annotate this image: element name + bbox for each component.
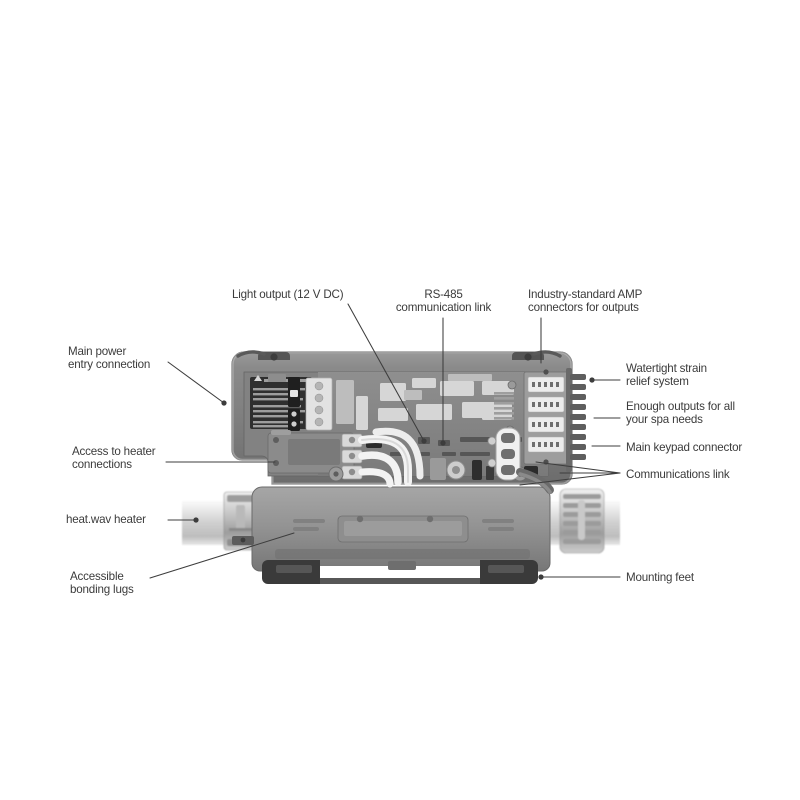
bonding-lug	[232, 536, 254, 545]
leader-accessible-bonding-lugs	[149, 532, 295, 579]
callout-rs485: RS-485 communication link	[395, 288, 492, 315]
callout-mounting-feet: Mounting feet	[626, 571, 694, 584]
callout-amp-connectors: Industry-standard AMP connectors for out…	[528, 288, 643, 315]
heater-access-panel	[337, 515, 469, 543]
enclosure-housing	[231, 350, 586, 494]
leader-mounting-feet	[538, 574, 621, 580]
mounting-foot-left	[262, 560, 320, 584]
heater-wire-loops	[358, 427, 424, 488]
callout-leader-lines	[149, 303, 621, 580]
lid-latch	[236, 350, 562, 361]
heater-union-nut-right	[559, 488, 605, 554]
leader-light-output	[347, 303, 427, 444]
callout-communications-link: Communications link	[626, 468, 730, 481]
leader-watertight-strain-relief	[589, 377, 621, 383]
mounting-foot-right	[480, 560, 538, 584]
callout-main-keypad-connector: Main keypad connector	[626, 441, 743, 454]
amp-connector-bank	[523, 369, 569, 465]
warning-label-placard	[250, 375, 312, 429]
leader-main-power-entry	[167, 361, 227, 406]
callout-access-heater-connections: Access to heater connections	[72, 445, 156, 472]
callout-watertight-strain-relief: Watertight strain relief system	[626, 362, 707, 389]
left-module-cover	[267, 430, 355, 474]
callout-enough-outputs: Enough outputs for all your spa needs	[626, 400, 735, 427]
strain-relief-fin-bank	[566, 368, 586, 472]
callout-accessible-bonding-lugs: Accessible bonding lugs	[70, 570, 134, 597]
leader-heatwav-heater	[167, 517, 199, 523]
main-power-terminal-block	[305, 377, 333, 431]
mounting-feet	[262, 560, 538, 584]
heatsink-fins	[494, 392, 514, 420]
callout-heatwav-heater: heat.wav heater	[66, 513, 146, 526]
breaker-block	[268, 374, 300, 431]
communications-port-cluster	[487, 427, 521, 481]
enclosure-base	[251, 486, 551, 572]
heater-terminal-lugs	[341, 433, 382, 480]
leader-rs485	[440, 317, 446, 446]
callout-main-power-entry: Main power entry connection	[68, 345, 151, 372]
leader-communications-link	[519, 461, 621, 486]
callout-light-output: Light output (12 V DC)	[232, 288, 344, 301]
